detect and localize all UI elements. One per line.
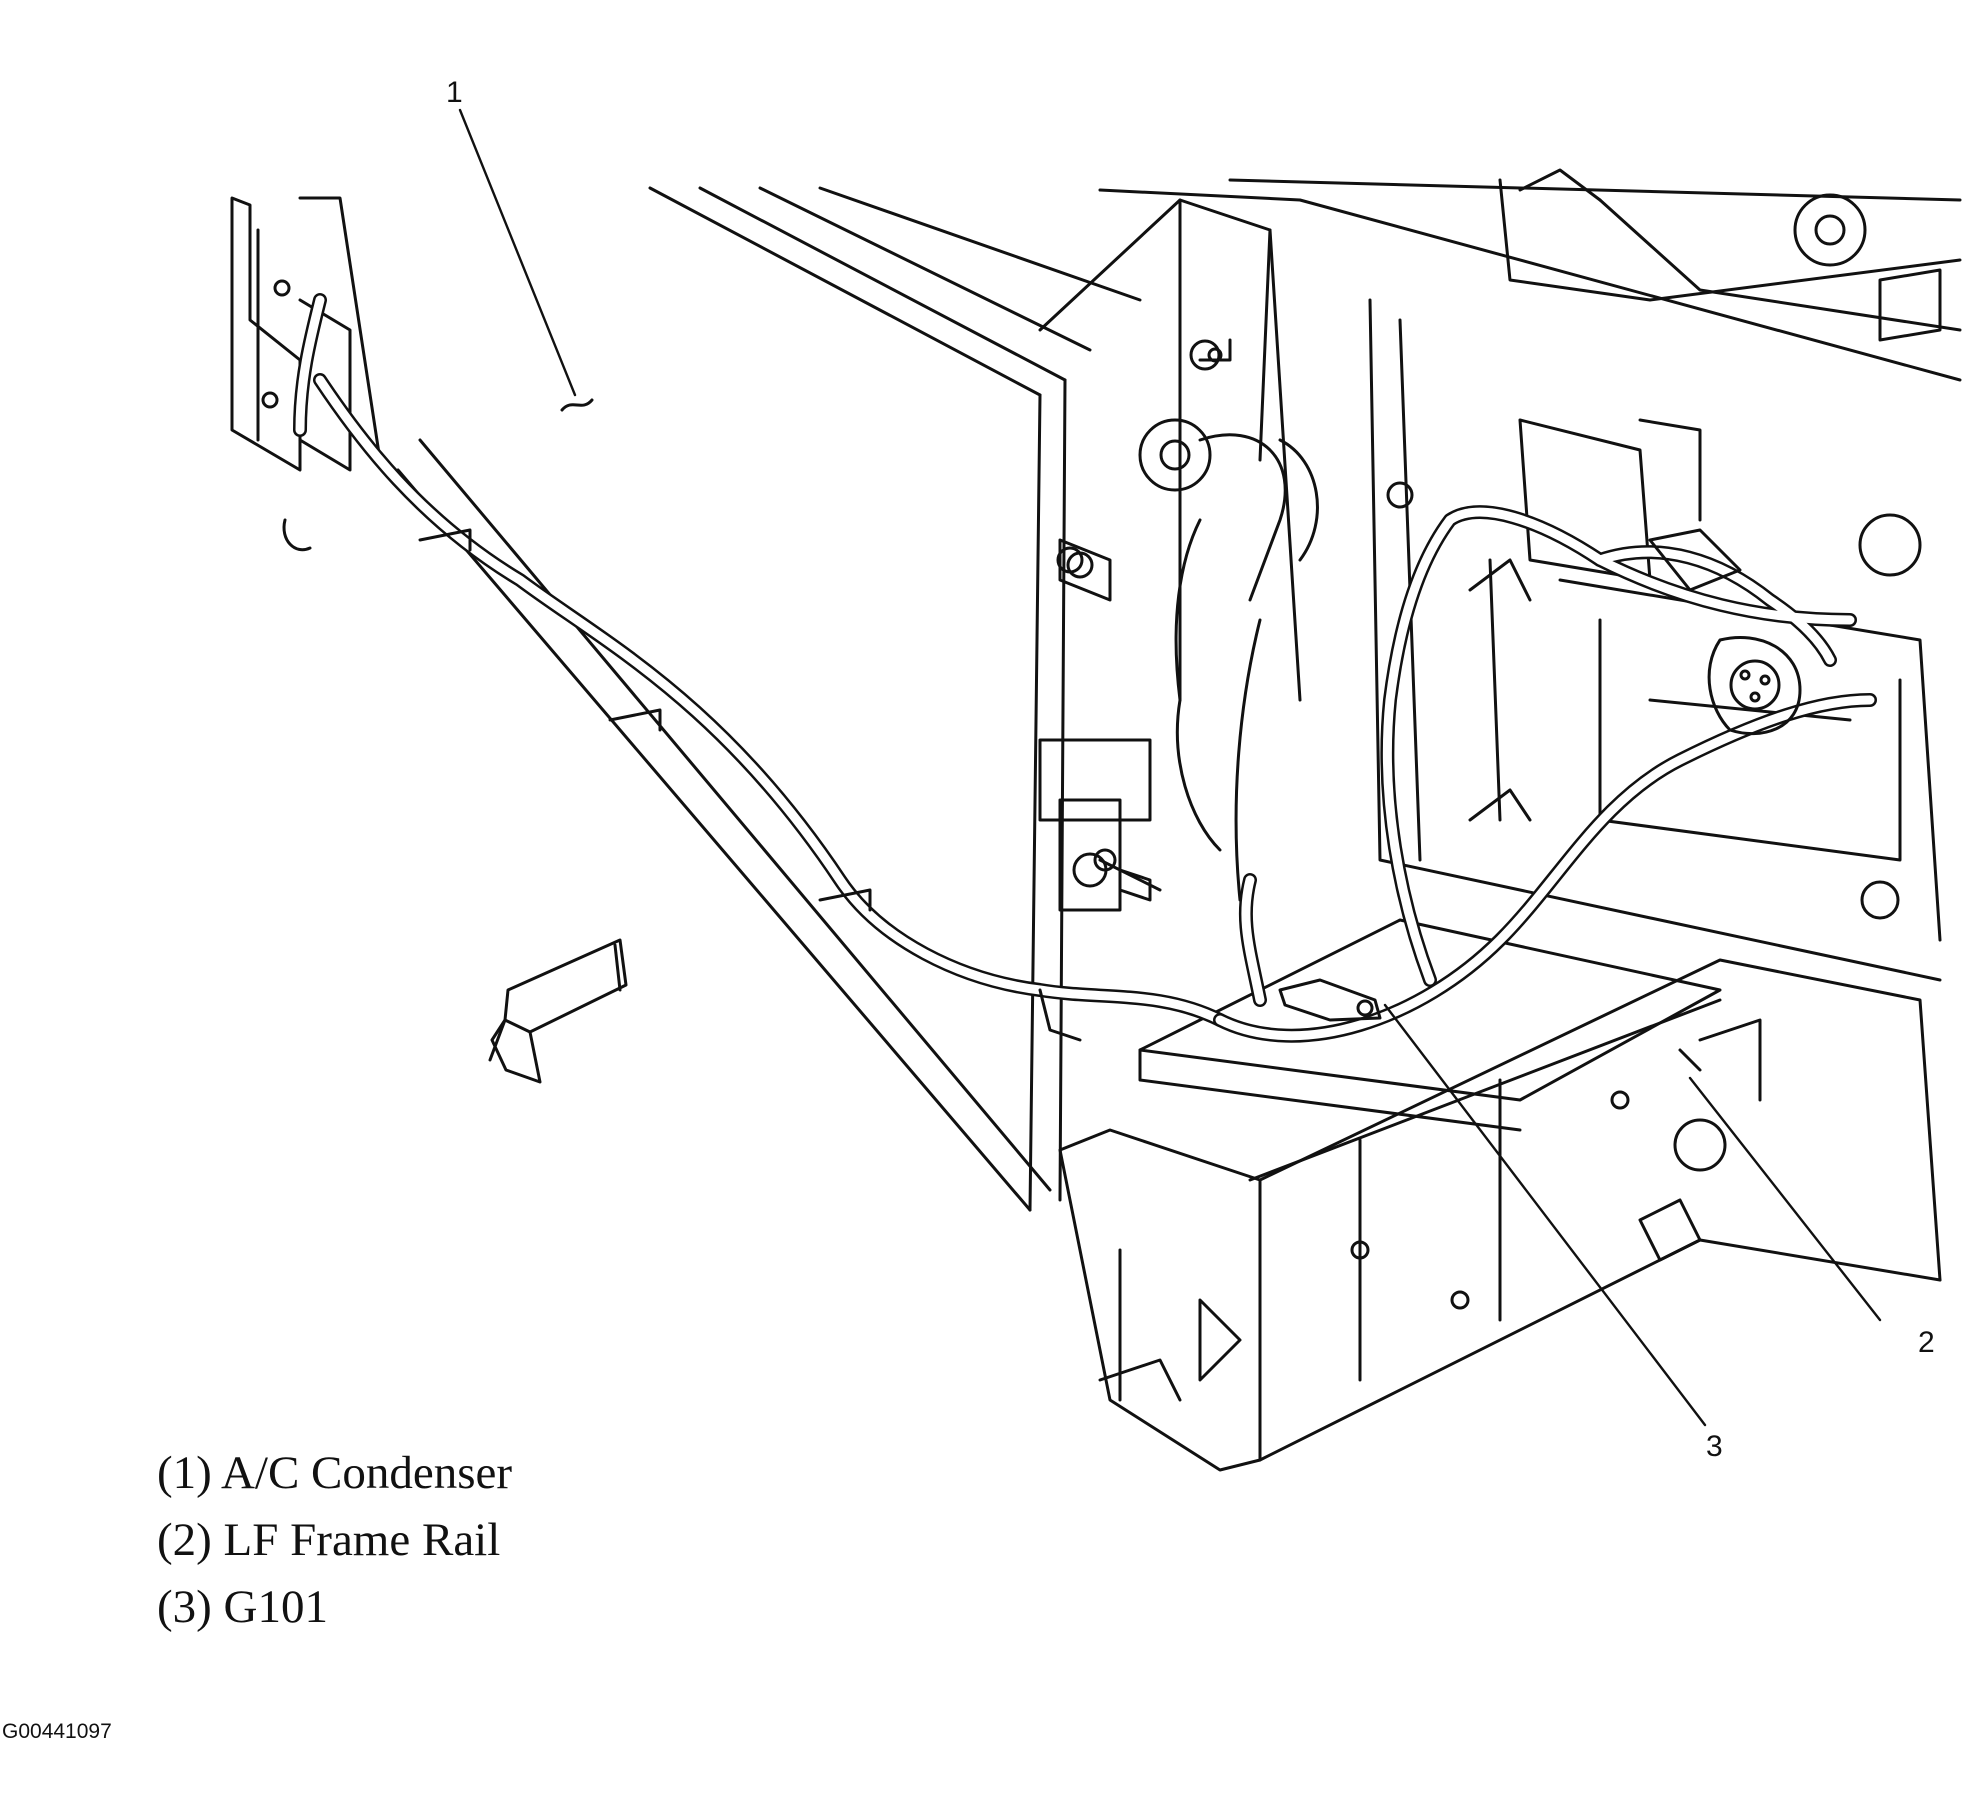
inner-panel: [1368, 298, 1942, 982]
callout-3: 3: [1706, 1430, 1723, 1463]
fasteners: [1058, 338, 1232, 912]
ac-condenser-outline: [396, 186, 1142, 1212]
figure-id: G00441097: [2, 1720, 112, 1743]
front-direction-arrow: [488, 938, 628, 1084]
callout-2: 2: [1918, 1326, 1935, 1359]
legend-item-lf-frame-rail: (2) LF Frame Rail: [157, 1514, 501, 1566]
harness-clips: [282, 518, 1082, 1042]
callout-1: 1: [446, 76, 463, 109]
legend: (1) A/C Condenser (2) LF Frame Rail (3) …: [157, 1443, 512, 1644]
wiring-harness-upper: [293, 293, 1877, 1043]
legend-item-g101: (3) G101: [157, 1581, 328, 1633]
lf-frame-rail: [1058, 958, 1942, 1472]
wiring-harness-inner: [315, 375, 1225, 1025]
hoses: [1038, 433, 1319, 902]
radiator-support: [1038, 168, 1962, 702]
legend-item-ac-condenser: (1) A/C Condenser: [157, 1447, 513, 1499]
connectors: [1648, 268, 1942, 736]
wiring-harness-upper-inner: [295, 295, 1875, 1041]
wiring-harness: [313, 373, 1227, 1027]
leader-lines: [458, 108, 1882, 1427]
ground-plate: [1138, 918, 1722, 1132]
g101-ground-terminal: [1278, 978, 1382, 1022]
condenser-indicator: [560, 398, 594, 412]
